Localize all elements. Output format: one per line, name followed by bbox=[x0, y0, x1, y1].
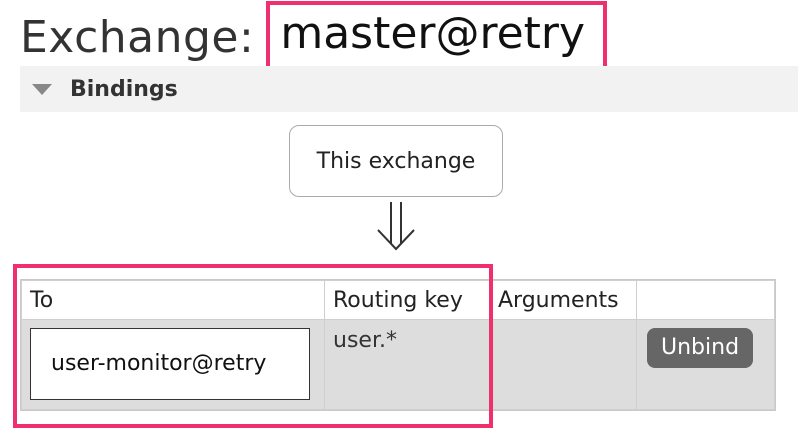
page-title: Exchange: master@retry bbox=[20, 1, 608, 73]
column-header-arguments: Arguments bbox=[489, 280, 637, 320]
collapse-triangle-icon bbox=[32, 83, 52, 95]
column-header-to: To bbox=[21, 280, 325, 320]
cell-to: user-monitor@retry bbox=[21, 319, 325, 410]
cell-routing-key: user.* bbox=[324, 319, 490, 410]
double-down-arrow-icon bbox=[377, 202, 415, 251]
bindings-table-container: To Routing key Arguments user-monitor@re… bbox=[20, 279, 776, 411]
cell-actions: Unbind bbox=[636, 319, 775, 410]
bindings-table: To Routing key Arguments user-monitor@re… bbox=[21, 280, 775, 410]
cell-arguments bbox=[489, 319, 637, 410]
exchange-name: master@retry bbox=[266, 1, 608, 73]
table-header-row: To Routing key Arguments bbox=[21, 280, 775, 320]
bindings-section-title: Bindings bbox=[70, 76, 178, 102]
column-header-routing-key: Routing key bbox=[324, 280, 490, 320]
table-row: user-monitor@retry user.* Unbind bbox=[21, 319, 775, 410]
destination-queue-link[interactable]: user-monitor@retry bbox=[30, 328, 310, 400]
bindings-section-toggle[interactable]: Bindings bbox=[20, 66, 798, 112]
this-exchange-box: This exchange bbox=[289, 125, 503, 197]
column-header-actions bbox=[636, 280, 775, 320]
unbind-button[interactable]: Unbind bbox=[647, 328, 754, 368]
page-title-prefix: Exchange: bbox=[20, 11, 255, 63]
